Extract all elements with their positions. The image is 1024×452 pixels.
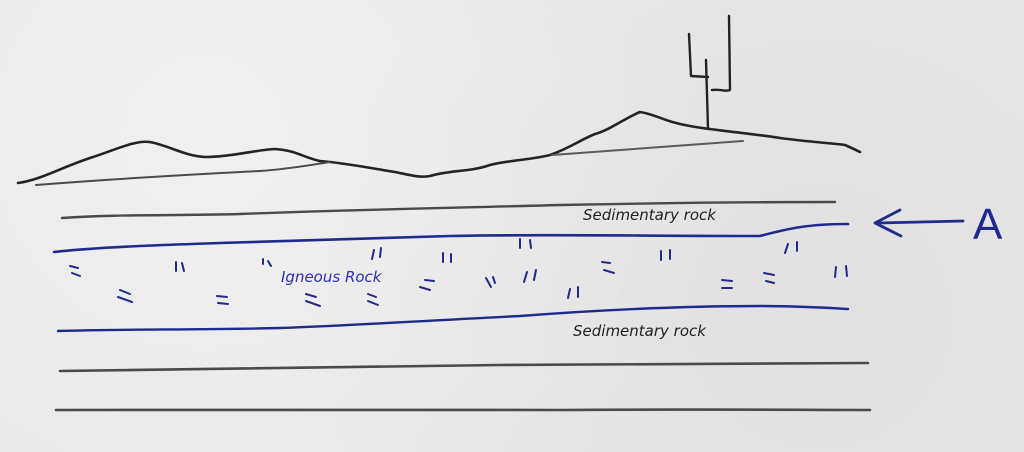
sedimentary-rock-upper-label: Sedimentary rock	[583, 206, 716, 224]
arrow-left-icon	[873, 208, 965, 238]
tower-icon	[687, 14, 732, 131]
pointer-label-a: A	[973, 200, 1003, 249]
igneous-upper-boundary	[52, 222, 850, 254]
pencil-stratum-line-2	[58, 361, 870, 373]
sedimentary-rock-lower-label: Sedimentary rock	[573, 322, 706, 340]
pencil-stratum-line-1	[60, 200, 837, 220]
pencil-base-line-left	[35, 161, 331, 186]
land-surface-line	[16, 110, 862, 185]
pencil-stratum-line-3	[54, 408, 872, 412]
igneous-lower-boundary	[56, 304, 850, 333]
pencil-base-line-right	[551, 140, 744, 156]
igneous-rock-label: Igneous Rock	[281, 268, 382, 286]
igneous-texture-marks	[69, 238, 848, 307]
